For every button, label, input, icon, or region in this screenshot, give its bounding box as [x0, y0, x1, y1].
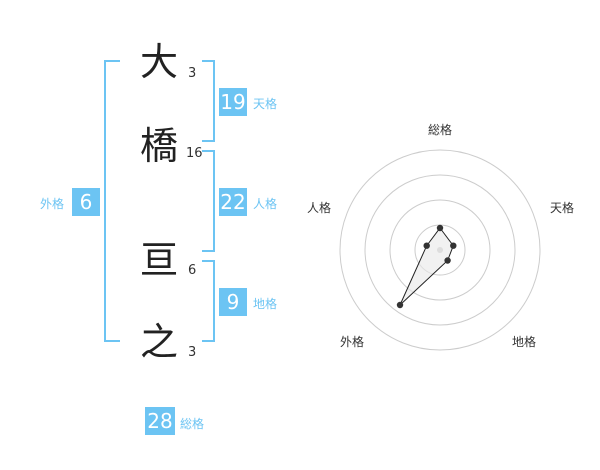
chikaku-value: 9 [219, 288, 247, 316]
name-char-2: 橋 [140, 124, 179, 168]
name-char-4: 之 [140, 320, 179, 364]
radar-label-gaikaku: 外格 [340, 334, 364, 349]
radar-label-jinkaku: 人格 [307, 200, 331, 215]
jinkaku-value: 22 [219, 188, 247, 216]
stroke-count-3: 6 [188, 263, 197, 278]
radar-point-3 [396, 301, 404, 309]
radar-label-chikaku: 地格 [512, 334, 536, 349]
radar-label-tenkaku: 天格 [550, 200, 574, 215]
gaikaku-bracket [104, 60, 120, 342]
radar-point-0 [436, 224, 444, 232]
radar-ring [364, 174, 516, 326]
jinkaku-bracket [202, 150, 215, 252]
gaikaku-value: 6 [72, 188, 100, 216]
gaikaku-label: 外格 [40, 197, 65, 211]
radar-points [396, 224, 457, 309]
tenkaku-value: 19 [219, 88, 247, 116]
name-char-1: 大 [140, 40, 179, 84]
tenkaku-label: 天格 [253, 97, 278, 111]
jinkaku-label: 人格 [253, 197, 278, 211]
stroke-count-4: 3 [188, 345, 197, 360]
name-char-3: 亘 [140, 238, 179, 282]
soukaku-value: 28 [145, 407, 175, 435]
chikaku-label: 地格 [253, 297, 278, 311]
radar-rings [339, 149, 541, 351]
radar-polygon [399, 227, 454, 306]
radar-ring [389, 199, 491, 301]
stroke-count-1: 3 [188, 66, 197, 81]
tenkaku-bracket [202, 60, 215, 142]
radar-point-4 [423, 242, 430, 249]
soukaku-label: 総格 [180, 417, 205, 431]
radar-chart: 総格 天格 地格 外格 人格 [307, 122, 574, 351]
radar-point-1 [450, 242, 457, 249]
radar-label-soukaku: 総格 [428, 122, 452, 137]
chikaku-bracket [202, 260, 215, 342]
radar-ring [339, 149, 541, 351]
radar-shape [399, 227, 454, 306]
stroke-count-2: 16 [186, 146, 203, 161]
radar-point-2 [444, 257, 451, 264]
